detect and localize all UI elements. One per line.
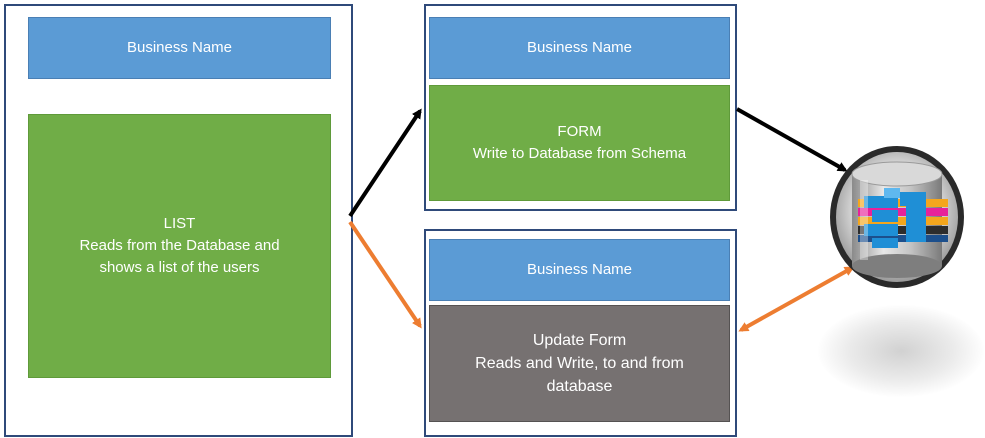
update-form-box: Update Form Reads and Write, to and from…	[429, 305, 730, 422]
business-name-label: Business Name	[126, 39, 233, 57]
form-box: FORM Write to Database from Schema	[429, 85, 730, 201]
list-page-panel: Business Name LIST Reads from the Databa…	[4, 4, 353, 437]
form-description: Write to Database from Schema	[472, 145, 687, 162]
list-description-line-1: Reads from the Database and	[79, 237, 280, 255]
update-form-title: Update Form	[532, 331, 627, 349]
list-box: LIST Reads from the Database and shows a…	[28, 114, 331, 378]
database-shadow	[818, 305, 984, 397]
update-form-description-line-1: Reads and Write, to and from	[475, 354, 684, 372]
form-title: FORM	[557, 123, 602, 141]
business-name-label: Business Name	[526, 39, 633, 57]
list-to-update-form-arrow	[348, 220, 422, 329]
update-page-panel: Business Name Update Form Reads and Writ…	[424, 229, 737, 437]
list-to-form-arrow	[348, 108, 422, 218]
business-name-label: Business Name	[526, 261, 633, 279]
form-page-panel: Business Name FORM Write to Database fro…	[424, 4, 737, 211]
list-title: LIST	[163, 215, 196, 233]
list-page-header: Business Name	[28, 17, 331, 79]
form-to-database-arrow	[736, 107, 848, 172]
update-page-header: Business Name	[429, 239, 730, 301]
list-description-line-2: shows a list of the users	[99, 258, 260, 276]
database-icon	[828, 144, 966, 294]
update-form-database-bidirectional-arrow	[738, 266, 855, 332]
form-page-header: Business Name	[429, 17, 730, 79]
update-form-description-line-2: database	[546, 378, 613, 396]
